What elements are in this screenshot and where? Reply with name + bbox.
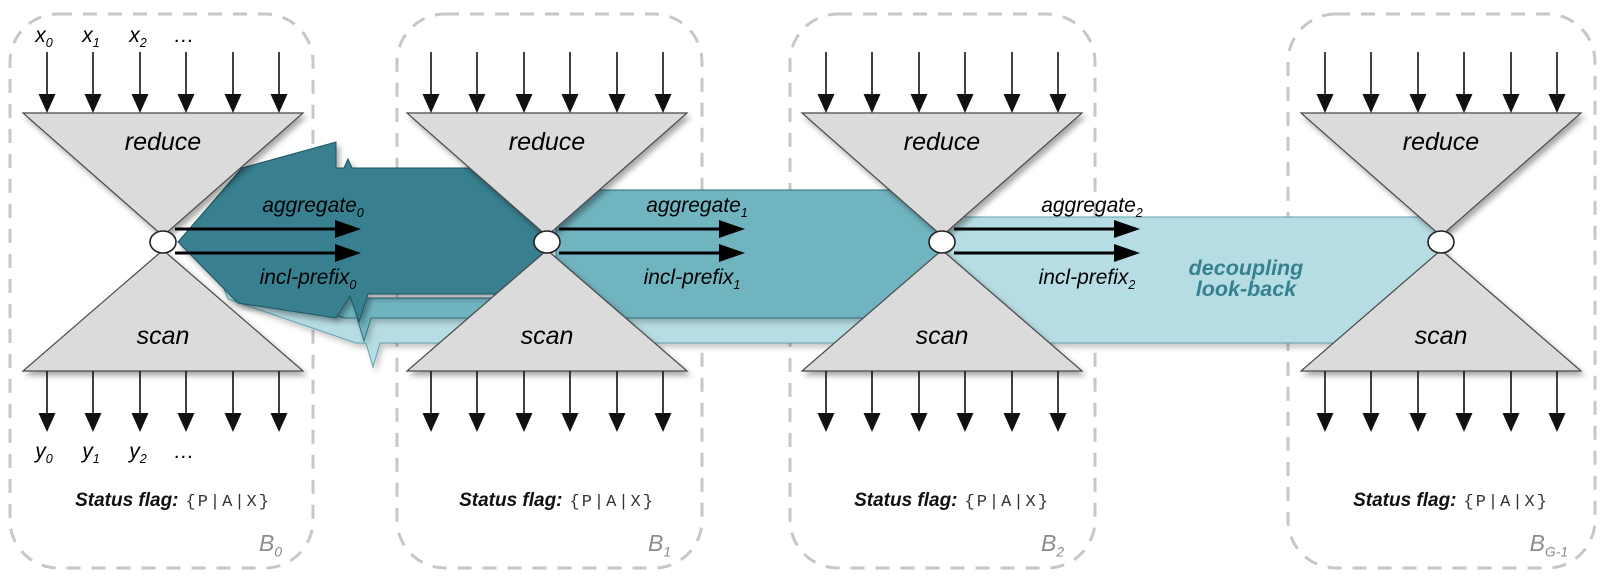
junction-node-bg1 (1427, 230, 1455, 254)
reduce-label-b1: reduce (508, 128, 586, 156)
output-arrows-b2 (816, 370, 1068, 433)
output-arrows-b0 (37, 370, 289, 433)
aggregate-arrow-b2 (954, 220, 1140, 238)
status-flag-value: {P|A|X} (1463, 493, 1549, 512)
incl-prefix-arrow-b1 (559, 244, 745, 262)
input-arrows-b1 (421, 51, 673, 114)
incl-prefix-label-0: incl-prefix0 (259, 266, 357, 293)
output-label-y0: y0 (35, 440, 53, 467)
status-flag-b1: Status flag: {P|A|X} (417, 490, 697, 512)
input-label-x1: x1 (82, 24, 100, 51)
status-flag-value: {P|A|X} (569, 493, 655, 512)
scan-triangle-b2 (800, 249, 1084, 372)
status-flag-value: {P|A|X} (185, 493, 271, 512)
reduce-triangle-b2 (800, 112, 1084, 237)
block-id-b0: B0 (258, 530, 282, 560)
junction-node-b1 (533, 230, 561, 254)
block-id-b1: B1 (647, 530, 671, 560)
scan-triangle-b0 (21, 249, 305, 372)
incl-prefix-label-1: incl-prefix1 (643, 266, 741, 293)
incl-prefix-arrow-b0 (175, 244, 361, 262)
input-arrows-b2 (816, 51, 1068, 114)
output-label-ellipsis: … (173, 440, 195, 463)
incl-prefix-arrow-b2 (954, 244, 1140, 262)
aggregate-label-2: aggregate2 (1041, 194, 1143, 221)
status-flag-label: Status flag: (1353, 490, 1457, 511)
reduce-label-bg1: reduce (1402, 128, 1480, 156)
scan-label-b1: scan (520, 322, 574, 350)
scan-label-b0: scan (136, 322, 190, 350)
reduce-triangle-b1 (405, 112, 689, 237)
scan-label-b2: scan (915, 322, 969, 350)
aggregate-arrow-b1 (559, 220, 745, 238)
decoupling-lookback-line2: look-back (1195, 277, 1297, 301)
reduce-label-b2: reduce (903, 128, 981, 156)
scan-label-bg1: scan (1414, 322, 1468, 350)
output-label-y2: y2 (129, 440, 147, 467)
aggregate-label-0: aggregate0 (262, 194, 364, 221)
reduce-triangle-b0 (21, 112, 305, 237)
input-arrows-bg1 (1315, 51, 1567, 114)
reduce-label-b0: reduce (124, 128, 202, 156)
input-label-x2: x2 (129, 24, 147, 51)
status-flag-bg1: Status flag: {P|A|X} (1311, 490, 1591, 512)
output-arrows-bg1 (1315, 370, 1567, 433)
junction-node-b2 (928, 230, 956, 254)
block-id-bg1: BG-1 (1529, 530, 1568, 560)
junction-node-b0 (149, 230, 177, 254)
status-flag-b2: Status flag: {P|A|X} (812, 490, 1092, 512)
status-flag-label: Status flag: (854, 490, 958, 511)
input-label-x0: x0 (35, 24, 53, 51)
status-flag-b0: Status flag: {P|A|X} (33, 490, 313, 512)
incl-prefix-label-2: incl-prefix2 (1038, 266, 1136, 293)
decoupling-lookback-label: decoupling look-back (1141, 256, 1351, 301)
input-arrows-b0 (37, 51, 289, 114)
status-flag-label: Status flag: (459, 490, 563, 511)
decoupling-lookback-line1: decoupling (1188, 256, 1304, 280)
aggregate-arrow-b0 (175, 220, 361, 238)
status-flag-label: Status flag: (75, 490, 179, 511)
output-label-y1: y1 (82, 440, 100, 467)
output-arrows-b1 (421, 370, 673, 433)
status-flag-value: {P|A|X} (964, 493, 1050, 512)
block-id-b2: B2 (1040, 530, 1064, 560)
scan-triangle-bg1 (1299, 249, 1583, 372)
scan-triangle-b1 (405, 249, 689, 372)
aggregate-label-1: aggregate1 (646, 194, 748, 221)
input-label-ellipsis: … (173, 24, 195, 47)
reduce-triangle-bg1 (1299, 112, 1583, 237)
